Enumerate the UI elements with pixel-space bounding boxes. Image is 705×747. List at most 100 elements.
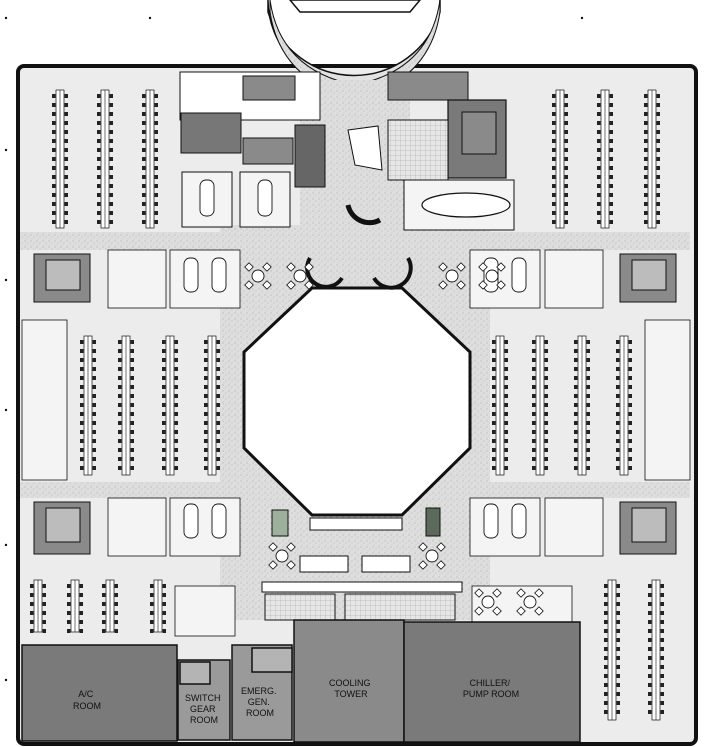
chair: [130, 385, 134, 389]
chair: [648, 647, 652, 651]
chair: [142, 139, 146, 143]
chair: [616, 421, 620, 425]
chair: [154, 112, 158, 116]
chair: [552, 94, 556, 98]
room-labels: A/C ROOM SWITCH GEAR ROOM EMERG. GEN. RO…: [73, 678, 519, 725]
chair: [532, 376, 536, 380]
chair: [130, 421, 134, 425]
chair: [80, 340, 84, 344]
chair: [597, 211, 601, 215]
chair: [92, 421, 96, 425]
grid-dot: [4, 16, 8, 20]
chair: [564, 94, 568, 98]
chair: [492, 367, 496, 371]
chair: [609, 121, 613, 125]
chair: [552, 139, 556, 143]
chair: [64, 220, 68, 224]
chair: [644, 202, 648, 206]
chair: [532, 385, 536, 389]
chair: [586, 421, 590, 425]
chair: [586, 376, 590, 380]
chair: [80, 439, 84, 443]
chair: [564, 202, 568, 206]
lounge-chair: [516, 606, 526, 616]
chair: [492, 439, 496, 443]
chair: [30, 611, 34, 615]
chair: [162, 340, 166, 344]
chair: [648, 629, 652, 633]
chair: [80, 448, 84, 452]
chair: [616, 439, 620, 443]
chair: [604, 674, 608, 678]
chair: [574, 412, 578, 416]
chair: [616, 412, 620, 416]
chair: [532, 349, 536, 353]
chair: [114, 593, 118, 597]
chair: [142, 112, 146, 116]
chair: [30, 602, 34, 606]
chair: [130, 466, 134, 470]
chair: [616, 466, 620, 470]
chair: [118, 457, 122, 461]
chair: [609, 130, 613, 134]
chair: [64, 166, 68, 170]
chair: [97, 220, 101, 224]
chair: [656, 193, 660, 197]
lounge-chair: [492, 588, 502, 598]
chair: [216, 421, 220, 425]
chair: [216, 448, 220, 452]
chair: [80, 457, 84, 461]
chair: [552, 121, 556, 125]
chair: [118, 358, 122, 362]
chair: [492, 349, 496, 353]
chair: [656, 211, 660, 215]
chair: [130, 457, 134, 461]
chair: [204, 448, 208, 452]
chair: [162, 457, 166, 461]
chair: [204, 439, 208, 443]
chair: [109, 193, 113, 197]
chair: [552, 166, 556, 170]
lounge-chair: [492, 606, 502, 616]
chair: [616, 349, 620, 353]
chair: [597, 220, 601, 224]
label-chiller-pump-room: CHILLER/ PUMP ROOM: [463, 678, 519, 699]
chair: [544, 412, 548, 416]
chair: [604, 611, 608, 615]
chair: [80, 412, 84, 416]
chair: [644, 157, 648, 161]
chair: [532, 367, 536, 371]
chair: [609, 139, 613, 143]
chair: [492, 358, 496, 362]
chair: [628, 412, 632, 416]
chair: [64, 130, 68, 134]
chair: [154, 220, 158, 224]
chair: [52, 103, 56, 107]
chair: [67, 593, 71, 597]
chair: [616, 358, 620, 362]
chair: [492, 466, 496, 470]
lounge-table: [485, 269, 499, 283]
lounge-chair: [268, 560, 278, 570]
chair: [130, 430, 134, 434]
chair: [552, 130, 556, 134]
chair: [130, 403, 134, 407]
chair: [648, 665, 652, 669]
chair: [660, 620, 664, 624]
chair: [92, 412, 96, 416]
chair: [154, 121, 158, 125]
chair: [492, 385, 496, 389]
chair: [52, 211, 56, 215]
chair: [79, 620, 83, 624]
lounge-chair: [244, 262, 254, 272]
chair: [174, 376, 178, 380]
chair: [604, 665, 608, 669]
chair: [656, 112, 660, 116]
chair: [109, 94, 113, 98]
chair: [597, 139, 601, 143]
chair: [174, 439, 178, 443]
chair: [79, 611, 83, 615]
chair: [42, 620, 46, 624]
chair: [660, 701, 664, 705]
chair: [162, 394, 166, 398]
